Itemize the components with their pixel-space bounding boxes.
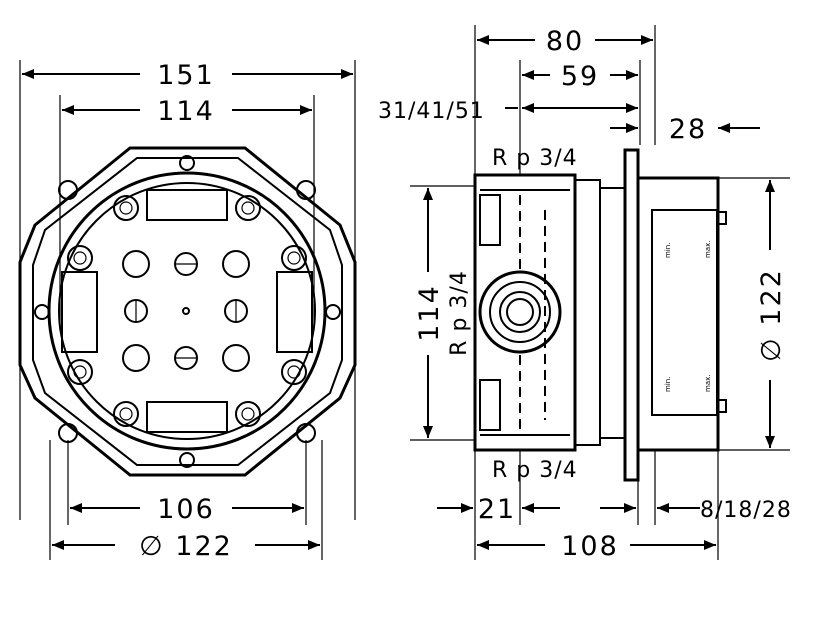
- dimension-diameter-122-side: ∅ 122: [718, 177, 790, 451]
- screw-bosses: [67, 195, 307, 427]
- label-min-bottom: min.: [664, 377, 672, 392]
- label-min-top: min.: [664, 243, 672, 258]
- dimension-diameter-122-front: ∅ 122: [49, 440, 323, 562]
- dim-31-41-51-label: 31/41/51: [378, 99, 485, 124]
- mounting-housing: [18, 146, 357, 477]
- dimension-28: 28: [610, 114, 760, 145]
- port-holes: [122, 250, 250, 372]
- dimension-114: 114: [59, 95, 315, 330]
- dim-diameter-122-side-label: ∅ 122: [756, 268, 787, 362]
- side-view: 80 59 31/41/51 28 R p 3/4 R p 3/4: [378, 25, 792, 562]
- valve-body: min. max. min. max.: [473, 148, 727, 482]
- label-max-bottom: max.: [704, 375, 712, 392]
- label-max-top: max.: [704, 241, 712, 258]
- dim-108-label: 108: [561, 531, 619, 562]
- dimension-8-18-28: 8/18/28: [600, 498, 792, 523]
- dim-diameter-122-label: ∅ 122: [139, 531, 233, 562]
- dimension-106: 106: [67, 440, 307, 525]
- dim-151-label: 151: [157, 60, 215, 91]
- dimension-21: 21: [437, 494, 560, 525]
- thread-label-middle: R p 3/4: [447, 270, 472, 356]
- dim-114-label: 114: [157, 96, 215, 127]
- dimension-151: 151: [19, 60, 356, 520]
- dim-21-label: 21: [478, 494, 516, 525]
- dim-106-label: 106: [157, 494, 215, 525]
- dimension-114-vertical: 114 R p 3/4: [410, 185, 475, 441]
- dimension-108: 108: [477, 531, 716, 562]
- dim-80-label: 80: [546, 26, 584, 57]
- dim-8-18-28-label: 8/18/28: [700, 498, 792, 523]
- front-view: 151 114: [18, 60, 357, 562]
- dim-114-vertical-label: 114: [414, 284, 445, 342]
- thread-label-top: R p 3/4: [492, 146, 578, 171]
- dimension-31-41-51: 31/41/51: [378, 99, 638, 124]
- dim-59-label: 59: [561, 61, 599, 92]
- dimension-59: 59: [522, 61, 638, 92]
- thread-label-bottom: R p 3/4: [492, 458, 578, 483]
- dimension-80: 80: [477, 26, 653, 57]
- dim-28-label: 28: [669, 114, 707, 145]
